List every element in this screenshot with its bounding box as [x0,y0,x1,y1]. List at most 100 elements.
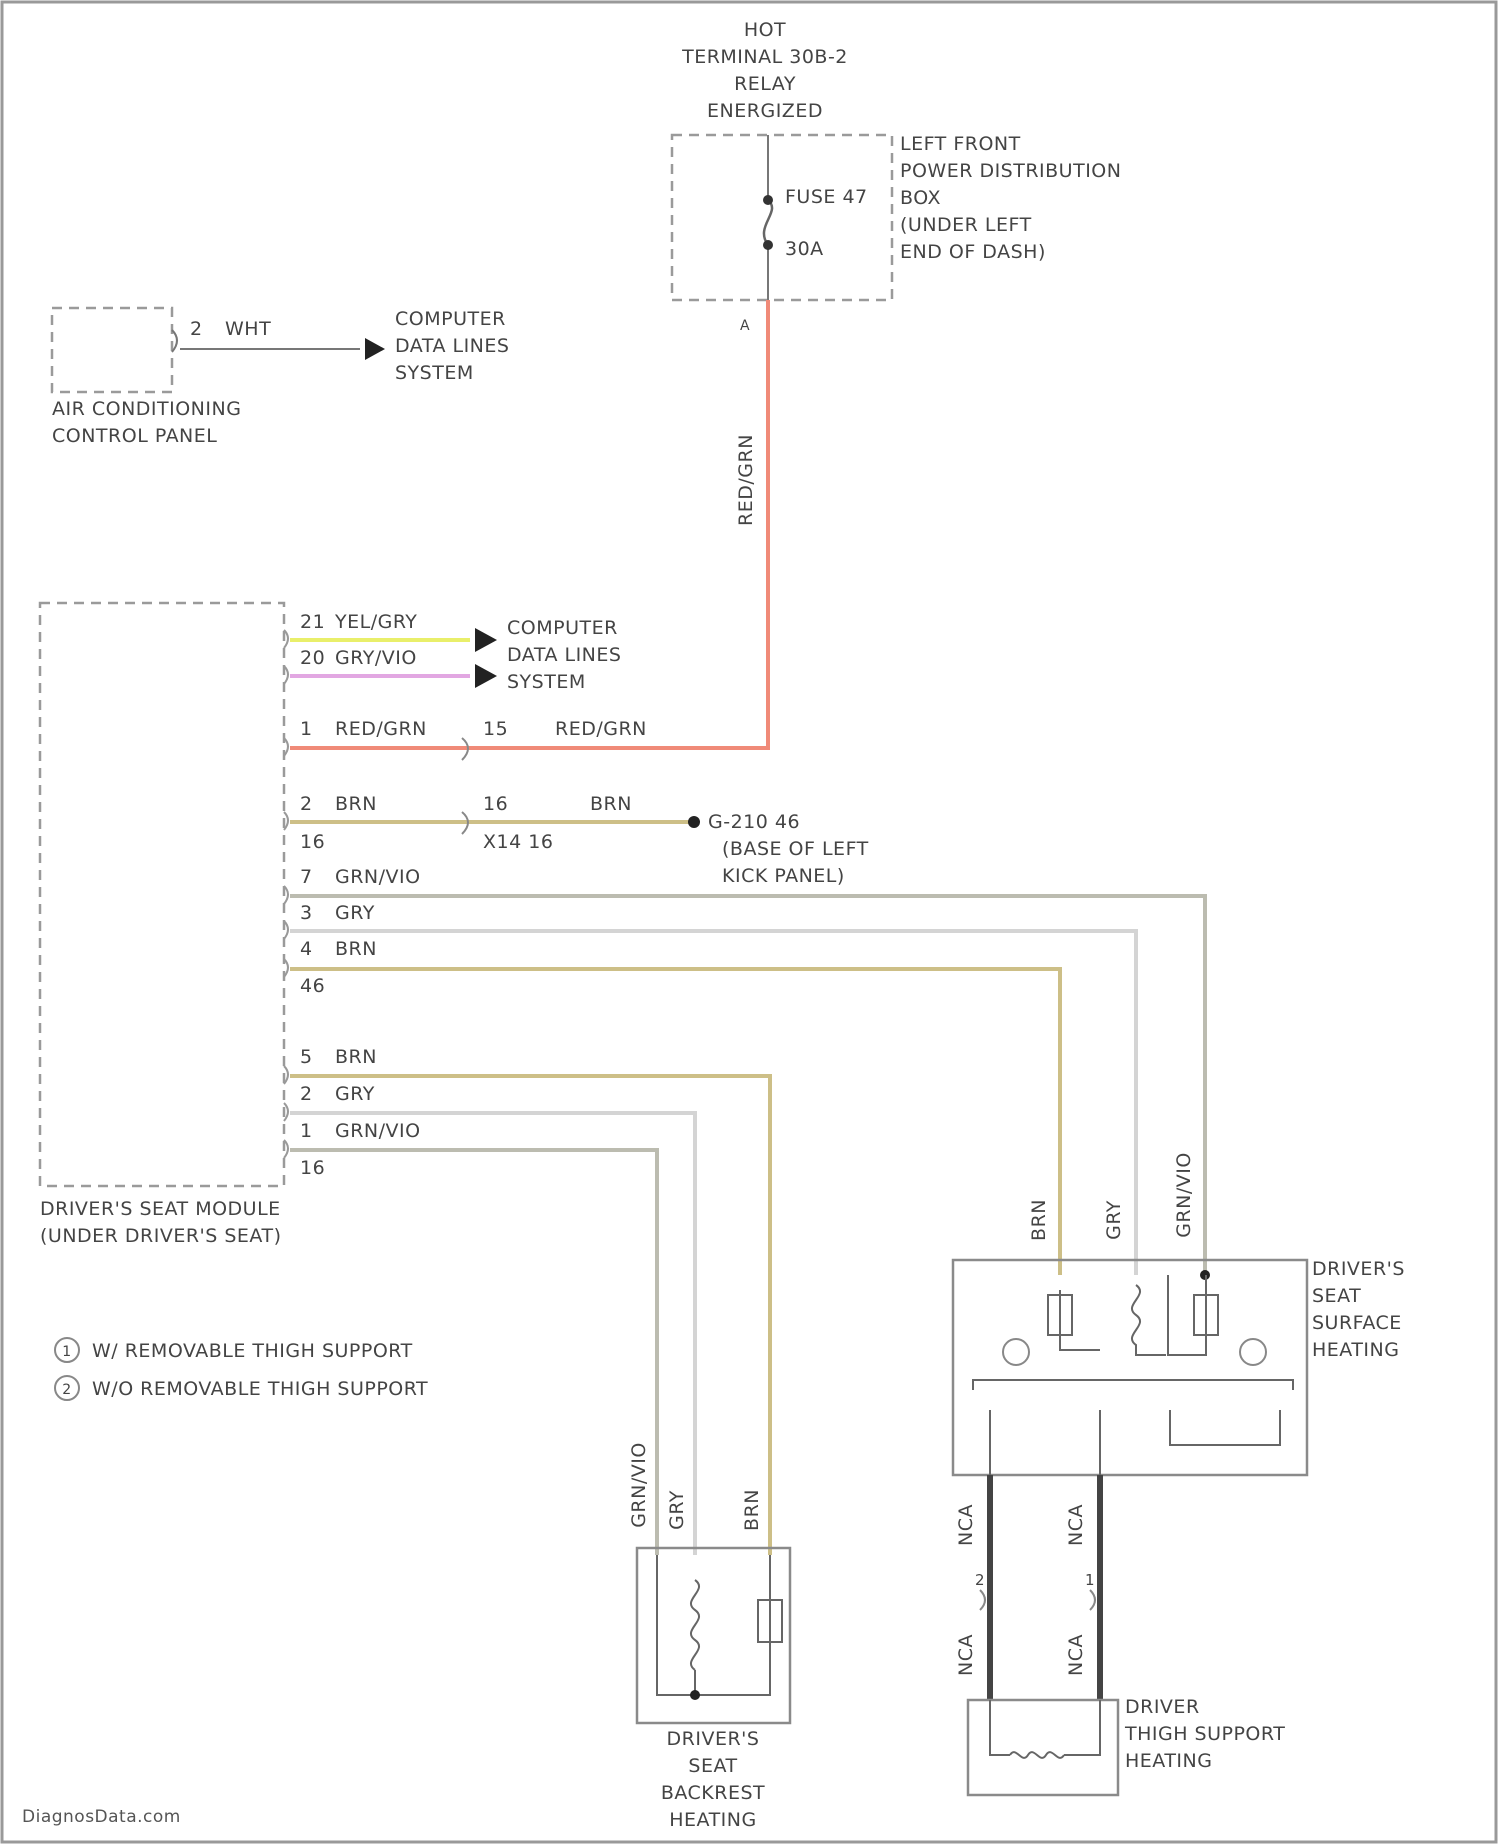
surface-heater-elements [973,1275,1293,1480]
ac-panel-label: AIR CONDITIONING [52,398,241,420]
ground-location: KICK PANEL) [722,865,845,887]
nca-label: NCA [1065,1634,1087,1676]
wire-label-brn-2: BRN [590,793,632,815]
ground-location: (BASE OF LEFT [722,838,869,860]
wire-label-grn-vio-b: GRN/VIO [335,1120,421,1142]
backrest-heater-elements [657,1555,782,1695]
arrow-to-data-lines [365,338,385,360]
pin-4: 4 [300,938,313,960]
connector-16: 16 [300,831,325,853]
legend: 1 W/ REMOVABLE THIGH SUPPORT 2 W/O REMOV… [55,1338,428,1400]
fuse-symbol [764,200,772,245]
pdb-label-line: (UNDER LEFT [900,214,1032,236]
pin-21: 21 [300,611,325,633]
thigh-pin-1: 1 [1085,1571,1095,1589]
surface-wire-label-gry: GRY [1103,1200,1125,1240]
hot-label: HOT TERMINAL 30B-2 RELAY ENERGIZED [681,19,848,122]
data-dest-line: DATA LINES [507,644,621,666]
ac-panel-label: CONTROL PANEL [52,425,217,447]
surface-wire-label-brn: BRN [1028,1199,1050,1241]
thigh-label: THIGH SUPPORT [1124,1723,1285,1745]
thigh-label: DRIVER [1125,1696,1200,1718]
legend-text: W/ REMOVABLE THIGH SUPPORT [92,1340,413,1362]
surface-wire-label-grn-vio: GRN/VIO [1173,1152,1195,1238]
thigh-label: HEATING [1125,1750,1212,1772]
surface-label: SURFACE [1312,1312,1402,1334]
backrest-label: DRIVER'S [667,1728,760,1750]
surface-label: SEAT [1312,1285,1361,1307]
seat-module-label: (UNDER DRIVER'S SEAT) [40,1225,281,1247]
wire-label-red-grn-vertical: RED/GRN [735,434,757,526]
splice-pin-16: 16 [483,793,508,815]
backrest-label: HEATING [669,1809,756,1831]
drivers-seat-module [40,603,284,1186]
ac-pin: 2 [190,318,203,340]
connector-16-b: 16 [300,1157,325,1179]
wire-label-red-grn: RED/GRN [335,718,427,740]
wire-label-gry-b: GRY [335,1083,375,1105]
connector-x14: X14 16 [483,831,553,853]
nca-label: NCA [955,1504,977,1546]
arrow-data-gry-vio [475,664,497,688]
pin-20: 20 [300,647,325,669]
fuse-rating: 30A [785,238,824,260]
watermark: DiagnosData.com [22,1807,181,1827]
backrest-junction-dot [690,1690,700,1700]
data-dest-line: SYSTEM [507,671,586,693]
fuse-box-pin: A [740,318,750,334]
pin-5: 5 [300,1046,313,1068]
thigh-pin-2: 2 [975,1571,985,1589]
data-dest-line: COMPUTER [507,617,618,639]
power-distribution-box [672,135,892,300]
hot-label-line: RELAY [734,73,796,95]
backrest-wire-label-brn: BRN [741,1489,763,1531]
nca-label: NCA [955,1634,977,1676]
wire-gry-surface [290,931,1136,1275]
ground-name: G-210 46 [708,811,800,833]
pin-1-power: 1 [300,718,313,740]
pdb-label-line: END OF DASH) [900,241,1046,263]
pdb-label-line: POWER DISTRIBUTION [900,160,1121,182]
hot-label-line: ENERGIZED [707,100,823,122]
nca-label: NCA [1065,1504,1087,1546]
backrest-wire-label-grn-vio: GRN/VIO [628,1442,650,1528]
hot-label-line: HOT [744,19,786,41]
wire-label-yel-gry: YEL/GRY [334,611,417,633]
thigh-inline-connectors [980,1590,1095,1610]
backrest-wire-label-gry: GRY [666,1490,688,1530]
ground-point [688,816,700,828]
fuse-terminal-dot [763,240,773,250]
drivers-seat-backrest-heating [637,1548,790,1723]
wire-label-brn-b: BRN [335,1046,377,1068]
surface-label: DRIVER'S [1312,1258,1405,1280]
ac-wire-color: WHT [225,318,271,340]
surface-label: HEATING [1312,1339,1399,1361]
ac-control-panel [52,308,172,392]
splice-pin-15: 15 [483,718,508,740]
legend-symbol: 1 [62,1344,71,1360]
arrow-data-yel-gry [475,628,497,652]
pin-7: 7 [300,866,313,888]
fuse-terminal-dot [763,195,773,205]
ac-dest-line: COMPUTER [395,308,506,330]
pin-2-ground: 2 [300,793,313,815]
wire-label-grn-vio: GRN/VIO [335,866,421,888]
wire-label-gry-vio: GRY/VIO [335,647,417,669]
seat-module-label: DRIVER'S SEAT MODULE [40,1198,281,1220]
connector-46: 46 [300,975,325,997]
thigh-heater-element [990,1700,1100,1758]
wire-label-gry: GRY [335,902,375,924]
backrest-label: SEAT [688,1755,737,1777]
wire-grn-vio-surface [290,896,1205,1275]
wire-brn-backrest [290,1076,770,1555]
pdb-label: LEFT FRONT POWER DISTRIBUTION BOX (UNDER… [900,133,1121,263]
pdb-label-line: BOX [900,187,941,209]
pin-3: 3 [300,902,313,924]
wire-label-brn: BRN [335,938,377,960]
pdb-label-line: LEFT FRONT [900,133,1021,155]
pin-1-b: 1 [300,1120,313,1142]
legend-text: W/O REMOVABLE THIGH SUPPORT [92,1378,428,1400]
wire-label-red-grn-2: RED/GRN [555,718,647,740]
